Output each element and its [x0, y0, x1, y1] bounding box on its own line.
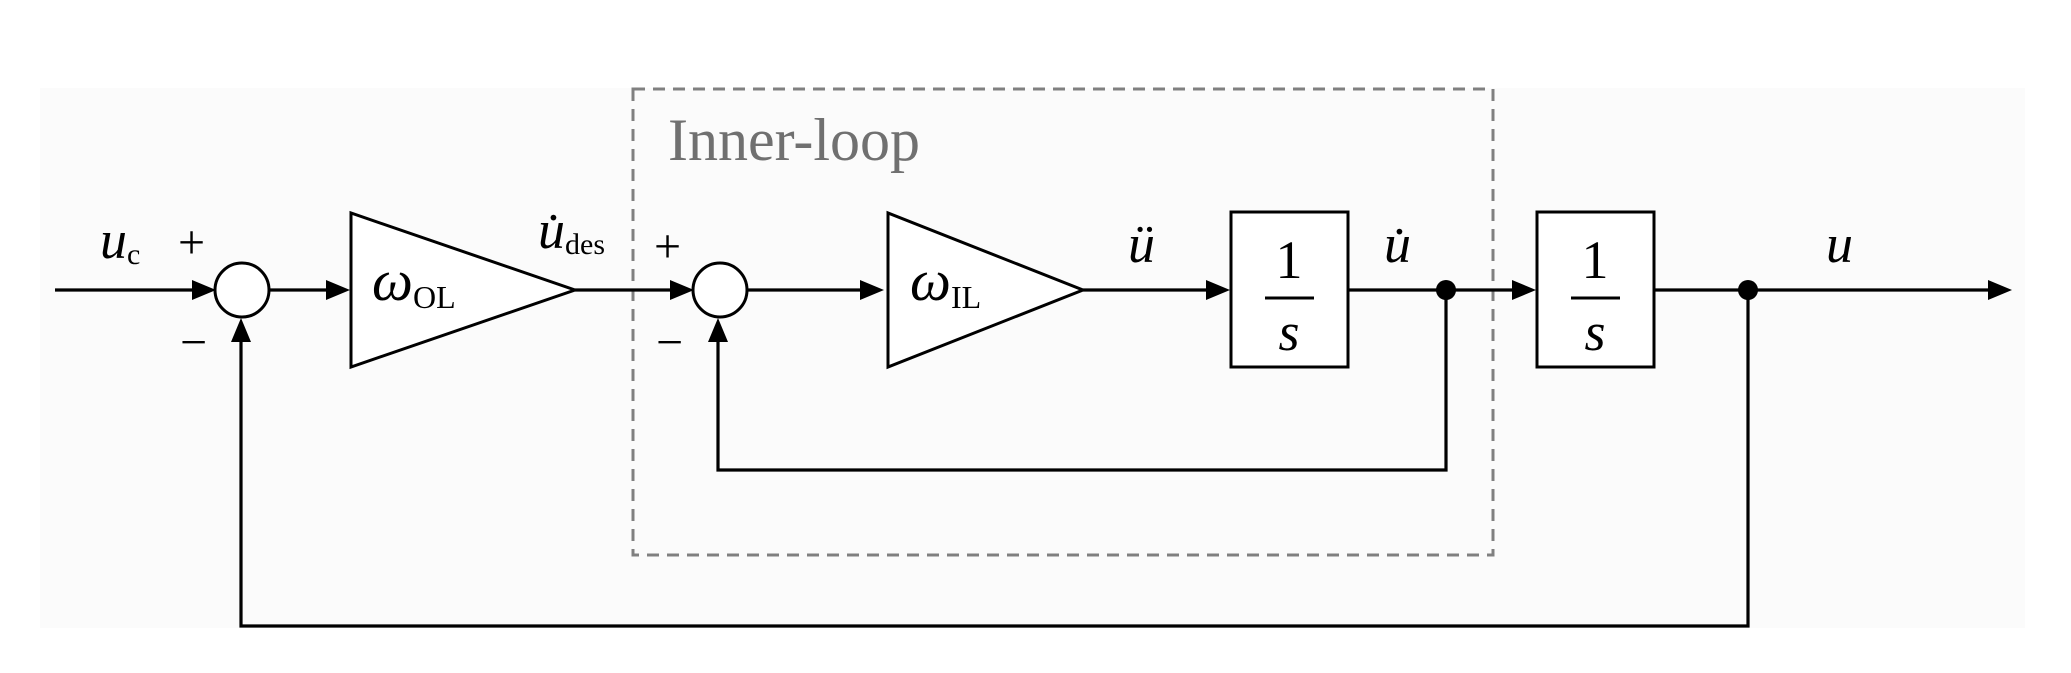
gain-il-symbol: ω	[910, 248, 951, 313]
udot-des-label: u̇des	[538, 200, 605, 261]
udot-des-subscript: des	[565, 228, 605, 261]
gain-il-arrowhead	[860, 280, 884, 300]
integrator-2-block	[1535, 210, 1656, 369]
input-label: uc	[100, 210, 140, 271]
uddot-label: ü	[1128, 214, 1155, 274]
sum2-arrowhead	[670, 280, 694, 300]
outer-junction-dot	[1738, 280, 1758, 300]
integrator-1-numerator: 1	[1276, 230, 1303, 290]
sum2-minus-sign: −	[656, 316, 683, 369]
input-arrowhead	[192, 280, 216, 300]
gain-il-label: ωIL	[910, 248, 981, 315]
udot-label: u̇	[1384, 214, 1411, 274]
output-label: u	[1826, 214, 1853, 274]
integrator2-arrowhead	[1512, 280, 1536, 300]
inner-feedback-wire	[716, 290, 1448, 472]
summing-junction-1	[213, 261, 271, 319]
gain-ol-subscript: OL	[413, 279, 456, 315]
gain-ol-symbol: ω	[372, 248, 413, 313]
sum1-minus-sign: −	[180, 316, 207, 369]
outer-feedback-wire	[239, 290, 1750, 628]
integrator-2-numerator: 1	[1582, 230, 1609, 290]
input-symbol: u	[100, 210, 127, 270]
gain-ol-block	[349, 210, 580, 370]
inner-loop-boundary	[631, 87, 1495, 557]
integrator1-arrowhead	[1206, 280, 1230, 300]
integrator-1-denominator: s	[1278, 302, 1299, 362]
sum2-plus-sign: +	[654, 220, 681, 273]
gain-ol-arrowhead	[326, 280, 350, 300]
integrator-1-block	[1229, 210, 1350, 369]
outer-feedback-arrowhead	[231, 318, 251, 342]
udot-des-symbol: u̇	[538, 200, 565, 260]
sum1-plus-sign: +	[178, 216, 205, 269]
inner-feedback-arrowhead	[708, 318, 728, 342]
inner-junction-dot	[1436, 280, 1456, 300]
inner-loop-label: Inner-loop	[668, 107, 920, 173]
gain-il-block	[886, 210, 1088, 370]
integrator-2-denominator: s	[1584, 302, 1605, 362]
diagram-background	[40, 88, 2025, 628]
summing-junction-2	[691, 261, 749, 319]
gain-ol-label: ωOL	[372, 248, 456, 315]
gain-il-subscript: IL	[951, 279, 981, 315]
input-subscript: c	[127, 238, 140, 271]
output-arrowhead	[1988, 280, 2012, 300]
